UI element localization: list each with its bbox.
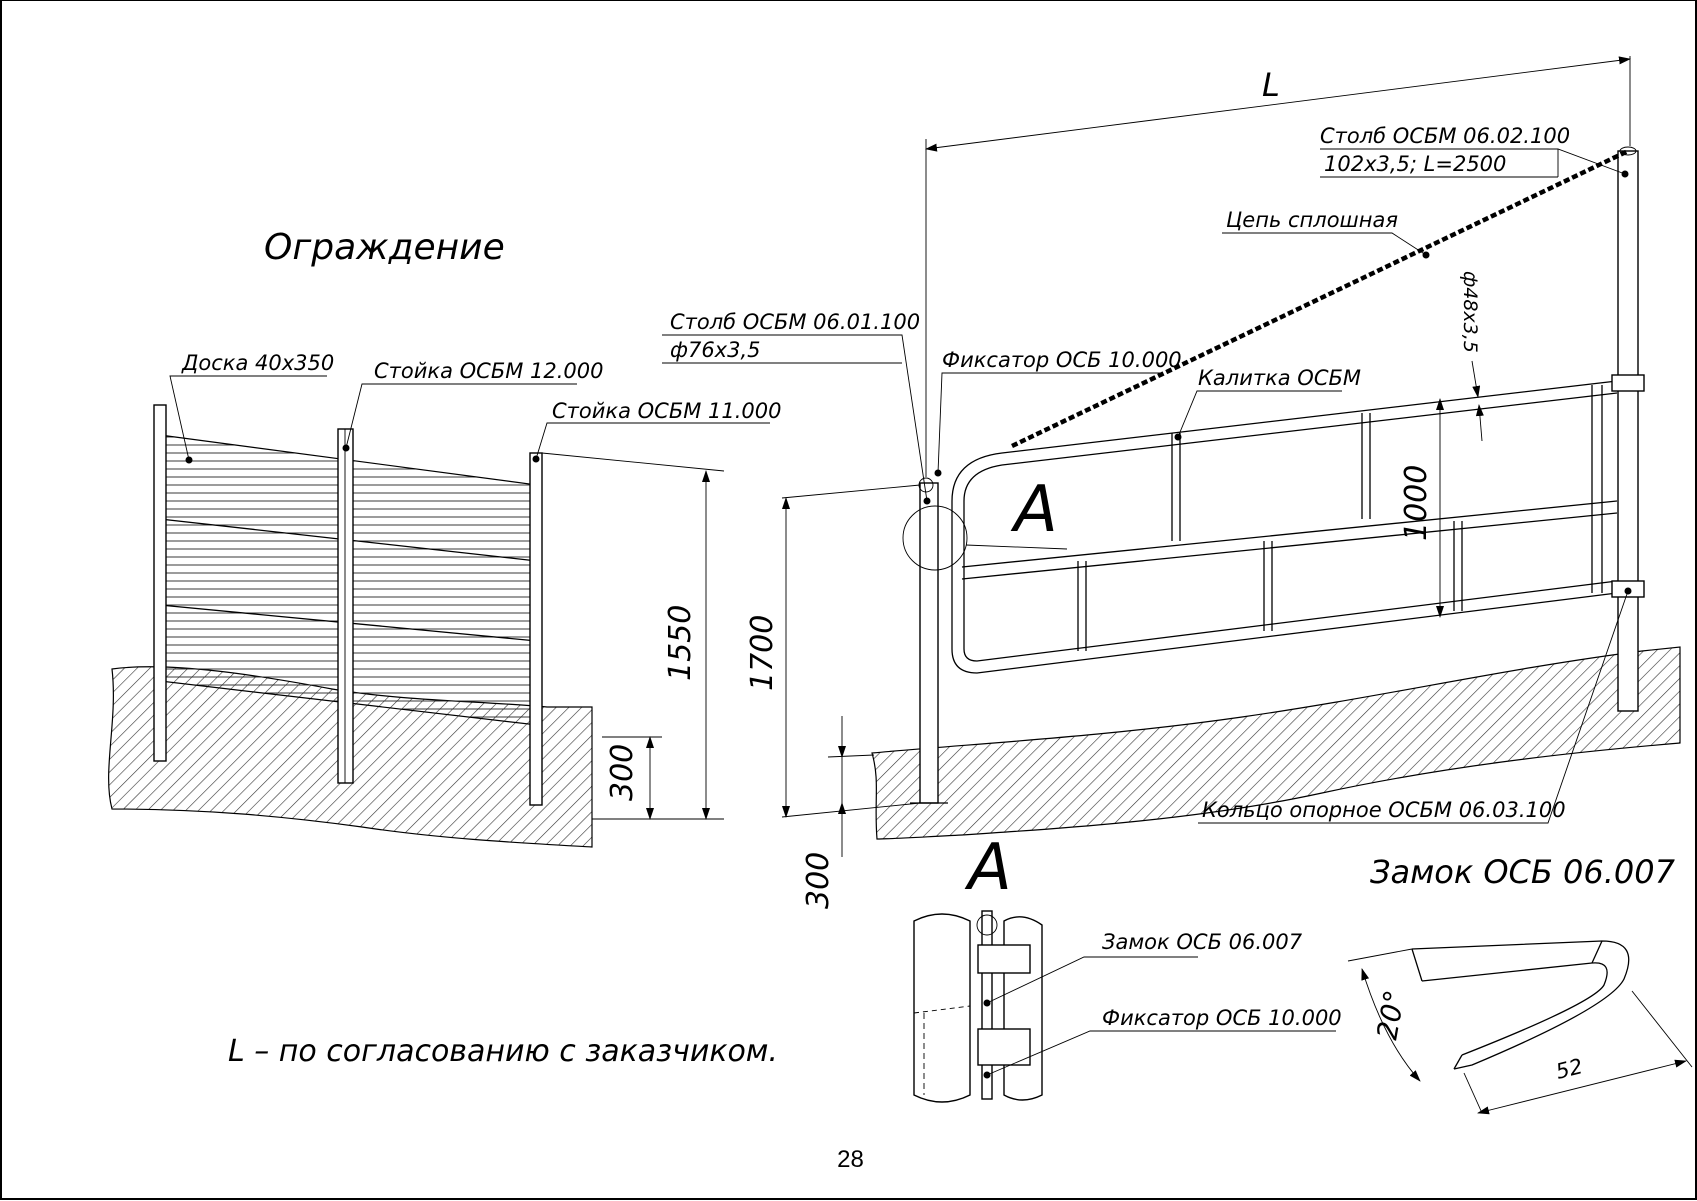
lock-angle: 20° bbox=[1370, 988, 1411, 1043]
near-post bbox=[919, 482, 939, 804]
post-label-1: Стойка ОСБМ 12.000 bbox=[374, 359, 604, 383]
fence-view bbox=[108, 375, 770, 848]
detail-latch-label: Фиксатор ОСБ 10.000 bbox=[1102, 1006, 1342, 1030]
gate-dim-length: L bbox=[1262, 66, 1280, 104]
post-dim-depth: 300 bbox=[801, 852, 836, 909]
board-label: Доска 40х350 bbox=[181, 351, 334, 375]
near-post-label-2: ф76х3,5 bbox=[670, 338, 761, 362]
lock-part-view bbox=[1347, 940, 1693, 1115]
latch-label: Фиксатор ОСБ 10.000 bbox=[942, 348, 1182, 372]
gate-ground bbox=[871, 646, 1681, 840]
detail-lock-label: Замок ОСБ 06.007 bbox=[1102, 930, 1303, 954]
detail-a-view bbox=[913, 910, 1336, 1103]
chain bbox=[1011, 148, 1629, 449]
fence-post-middle bbox=[337, 428, 354, 784]
lock-part-title: Замок ОСБ 06.007 bbox=[1370, 853, 1676, 891]
fence-dim-depth: 300 bbox=[605, 744, 640, 801]
post-label-2: Стойка ОСБМ 11.000 bbox=[552, 399, 782, 423]
far-post-label-2: 102х3,5; L=2500 bbox=[1324, 152, 1506, 176]
gate-view bbox=[662, 56, 1681, 857]
pipe-dim: ф48х3,5 bbox=[1459, 271, 1481, 353]
note: L – по согласованию с заказчиком. bbox=[228, 1034, 778, 1069]
lock-length: 52 bbox=[1553, 1054, 1585, 1084]
gate-dim-height: 1000 bbox=[1399, 465, 1434, 541]
detail-title: А bbox=[964, 831, 1012, 905]
far-post bbox=[1617, 150, 1639, 712]
near-post-label-1: Столб ОСБМ 06.01.100 bbox=[670, 310, 920, 334]
fence-post-right bbox=[529, 452, 543, 806]
far-post-label-1: Столб ОСБМ 06.02.100 bbox=[1320, 124, 1570, 148]
post-dim-height: 1700 bbox=[745, 615, 780, 691]
ring-label: Кольцо опорное ОСБМ 06.03.100 bbox=[1202, 798, 1566, 822]
fence-dim-height: 1550 bbox=[663, 605, 698, 681]
detail-marker: А bbox=[1010, 473, 1058, 547]
detail-a-circle bbox=[902, 505, 968, 571]
gate-frame bbox=[951, 380, 1618, 674]
gate-label: Калитка ОСБМ bbox=[1198, 366, 1361, 390]
chain-label: Цепь сплошная bbox=[1226, 208, 1398, 232]
fence-post-left bbox=[153, 404, 167, 762]
fence-title: Ограждение bbox=[264, 227, 505, 268]
page-number: 28 bbox=[837, 1146, 864, 1173]
